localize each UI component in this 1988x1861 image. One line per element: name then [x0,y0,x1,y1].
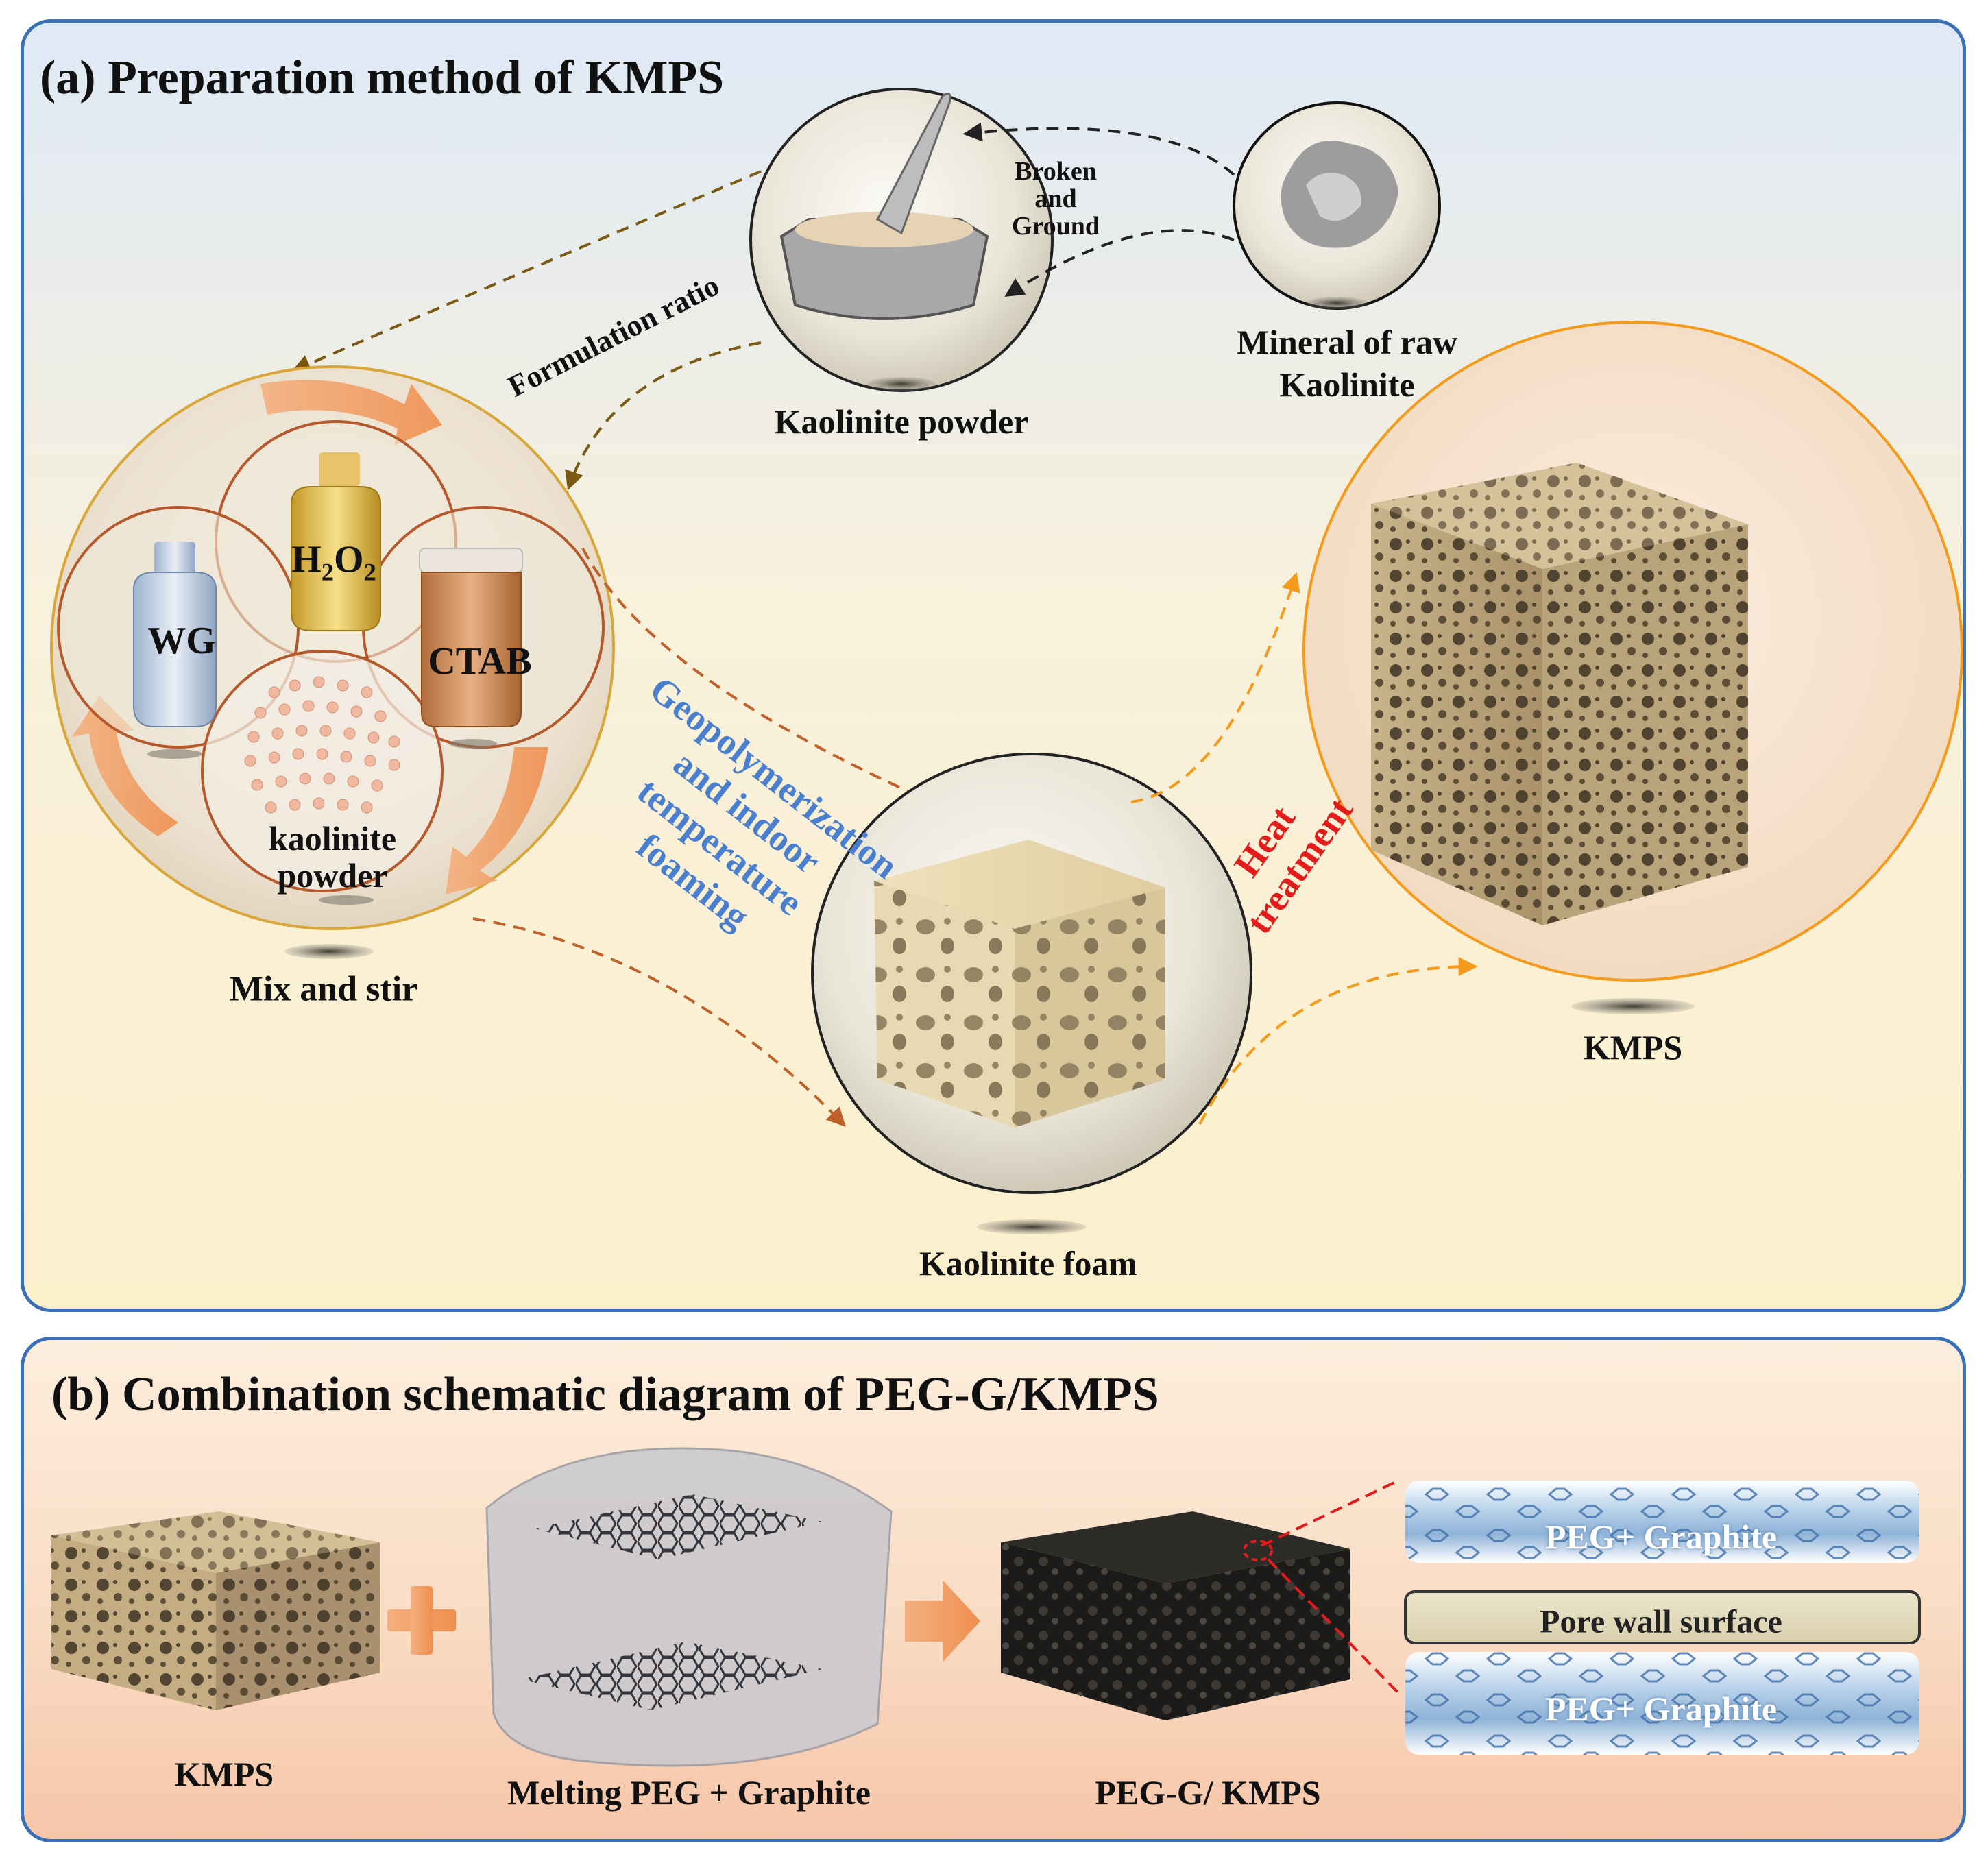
kaolinite-inner-line2: powder [277,856,388,895]
zoom-line-top [1261,1479,1399,1547]
peg-g-kmps-label: PEG-G/ KMPS [1095,1773,1321,1812]
kaolinite-inner-line1: kaolinite [268,819,397,857]
layer-top-label: PEG+ Graphite [1544,1518,1778,1556]
broken-label-line2: and [1034,184,1077,213]
kmps-sphere [1302,321,1963,1014]
ctab-label: CTAB [428,640,532,683]
melting-peg-label: Melting PEG + Graphite [507,1773,871,1812]
kaolinite-foam-label: Kaolinite foam [919,1244,1138,1282]
mix-stir-sphere [50,365,615,959]
formulation-arrow-1 [291,170,762,373]
mortar-pestle-sphere [749,88,1054,392]
peg-g-kmps-block [1001,1511,1350,1720]
layer-stack [1404,1481,1921,1755]
h2o2-label: H2O2 [291,537,376,586]
zoom-marker [1243,1540,1273,1561]
mineral-label-line1: Mineral of raw [1236,323,1458,361]
zoom-line-bottom [1267,1558,1400,1694]
kaolinite-powder-label: Kaolinite powder [774,402,1029,441]
broken-ground-arrow-top [962,122,1235,176]
geopolymerization-arrow-1 [581,548,936,805]
raw-mineral-label: Mineral of raw Kaolinite [1237,321,1457,406]
peg-graphite-block [485,1447,893,1767]
wg-label: WG [147,620,216,662]
pore-wall-label: Pore wall surface [1540,1603,1782,1640]
kaolinite-foam-sphere [811,753,1252,1234]
raw-mineral-sphere [1233,101,1441,310]
h2o2-formula: H2O2 [291,538,376,586]
kmps-block [51,1511,380,1710]
panel-a-title: (a) Preparation method of KMPS [40,51,725,104]
kmps-label-b: KMPS [174,1755,274,1793]
heat-arrow-top [1130,572,1300,803]
broken-label-line1: Broken [1015,157,1097,186]
geopolymerization-arrow-2 [472,917,846,1128]
broken-label-line3: Ground [1011,212,1100,241]
broken-ground-label: Broken and Ground [1012,158,1100,240]
panel-b-title: (b) Combination schematic diagram of PEG… [51,1368,1159,1421]
combine-arrow-icon [905,1580,980,1662]
kmps-label-a: KMPS [1583,1028,1683,1067]
broken-ground-arrow-bottom [1004,229,1235,297]
mineral-label-line2: Kaolinite [1279,365,1415,404]
heat-arrow-bottom [1198,957,1478,1125]
plus-icon [387,1586,456,1655]
kaolinite-powder-inner-label: kaolinite powder [269,820,396,894]
formulation-arrow-2 [565,341,762,491]
layer-bottom-label: PEG+ Graphite [1544,1690,1778,1728]
mix-and-stir-label: Mix and stir [229,969,418,1009]
